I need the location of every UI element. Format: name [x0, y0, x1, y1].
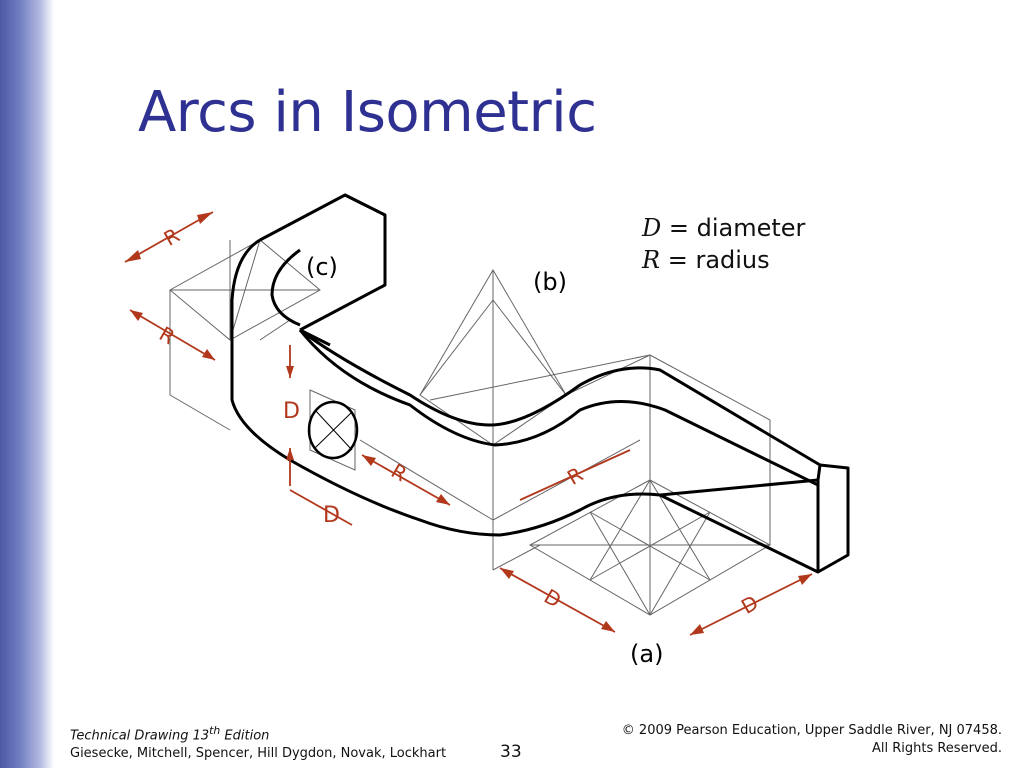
arrow	[286, 366, 294, 378]
hole-line	[314, 411, 353, 449]
footer-authors: Giesecke, Mitchell, Spencer, Hill Dygdon…	[70, 746, 447, 762]
dim-d-lower-left	[499, 567, 616, 633]
inner-top-edge	[270, 248, 331, 347]
arrow	[130, 310, 143, 321]
legend-radius: R = radius	[642, 244, 805, 276]
dim-label-d: D	[283, 399, 300, 424]
footer-book-info: Technical Drawing 13th Edition Giesecke,…	[70, 722, 446, 763]
page-number: 33	[500, 742, 522, 762]
book-sup: th	[209, 724, 221, 737]
arrow	[798, 574, 812, 585]
arrow	[500, 568, 514, 579]
part-outline	[230, 193, 850, 574]
copyright-text: © 2009 Pearson Education, Upper Saddle R…	[621, 723, 1002, 738]
footer-copyright: © 2009 Pearson Education, Upper Saddle R…	[622, 722, 1002, 758]
construction-lines	[169, 239, 772, 616]
upright-top	[344, 193, 386, 217]
slide-title: Arcs in Isometric	[138, 80, 597, 145]
arrow	[125, 250, 141, 262]
dimension-arrows	[125, 212, 812, 635]
end-block-bottom	[659, 493, 819, 574]
construction-line	[419, 299, 494, 396]
lower-band-edge	[289, 458, 819, 537]
legend: D = diameter R = radius	[642, 212, 805, 276]
label-c: (c)	[306, 253, 338, 281]
construction-line	[492, 299, 567, 396]
construction-line	[589, 479, 651, 581]
left-decorative-bar	[0, 0, 54, 768]
dim-r-left	[129, 309, 216, 361]
dim-label-d: D	[737, 590, 762, 618]
construction-line	[649, 511, 711, 616]
construction-line	[589, 511, 651, 616]
construction-line	[589, 511, 711, 581]
dim-label-r: R	[563, 462, 587, 490]
arrow	[286, 448, 294, 460]
arrow	[601, 621, 615, 632]
dimension-lines	[124, 211, 813, 636]
label-b: (b)	[533, 268, 567, 296]
construction-line	[169, 394, 231, 431]
middle-band-edge	[298, 329, 819, 487]
arrow	[202, 349, 215, 360]
legend-r-symbol: R	[642, 246, 661, 274]
dim-label-r: R	[155, 322, 179, 350]
footer-book-title: Technical Drawing 13th Edition	[70, 722, 446, 745]
dim-label-r: R	[160, 223, 184, 251]
construction-line	[429, 354, 651, 401]
dim-label-r: R	[387, 459, 411, 487]
legend-r-text: = radius	[660, 246, 770, 274]
outer-top-edge	[230, 238, 821, 467]
left-vertical-edge	[230, 300, 291, 462]
book-edition: Edition	[220, 728, 270, 744]
dim-d-bottom	[289, 489, 353, 526]
hole	[307, 400, 359, 460]
arrow	[362, 455, 376, 466]
dim-r-top	[124, 211, 214, 263]
end-block	[816, 463, 850, 574]
construction-line	[492, 439, 641, 521]
construction-line	[492, 544, 541, 571]
book-title: Technical Drawing 13	[70, 728, 210, 744]
construction-line	[565, 354, 651, 396]
construction-line	[259, 319, 291, 341]
construction-line	[649, 354, 771, 421]
figure-label-group: (c) (b) (a) R R D D R R D D	[155, 223, 762, 668]
dim-label-d: D	[323, 503, 340, 528]
rights-text: All Rights Reserved.	[871, 741, 1002, 756]
construction-line	[359, 439, 494, 521]
dim-label-d: D	[540, 584, 565, 612]
dim-d-lower-right	[689, 573, 813, 636]
hole-ellipse	[307, 400, 359, 460]
dim-r-mid	[361, 454, 451, 506]
isometric-arcs-diagram: (c) (b) (a) R R D D R R D D	[124, 193, 850, 668]
legend-d-symbol: D	[642, 214, 662, 242]
legend-diameter: D = diameter	[642, 212, 805, 244]
legend-d-text: = diameter	[661, 214, 806, 242]
arrow	[436, 494, 450, 505]
arrow	[197, 212, 213, 224]
label-a: (a)	[630, 640, 663, 668]
dim-r-mid-2	[519, 449, 631, 501]
arrow	[690, 624, 704, 635]
